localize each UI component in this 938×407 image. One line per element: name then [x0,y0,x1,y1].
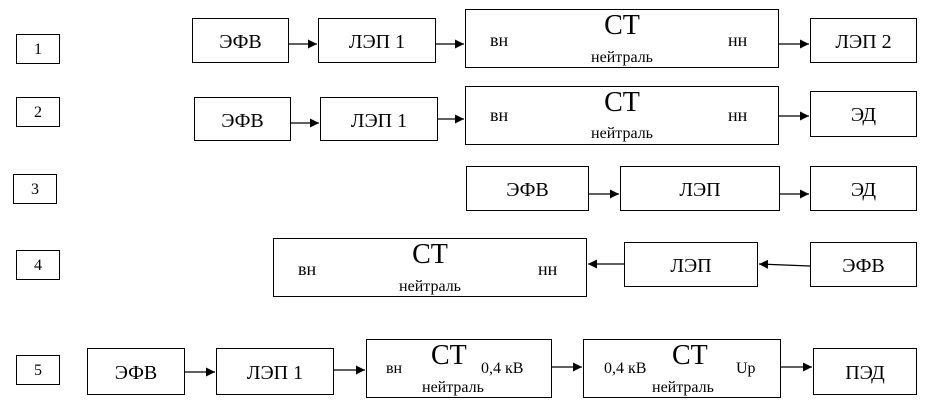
row-5-st1-box: СТ вн 0,4 кВ нейтраль [366,339,552,398]
row-1-number: 1 [16,34,60,64]
row-5-out-label: ПЭД [845,362,885,384]
row-4-efv-label: ЭФВ [842,255,885,277]
row-1-st-neutral: нейтраль [591,49,653,66]
row-5-number: 5 [16,355,60,385]
row-4-lep-label: ЛЭП [670,255,712,277]
row-4-st-label: СТ [412,239,448,270]
row-5-st1-vn: вн [386,360,403,377]
row-4-number: 4 [16,250,60,280]
row-2-lep-label: ЛЭП 1 [350,110,408,132]
row-4-st-box: СТ вн нн нейтраль [273,238,587,297]
row-4-number-text: 4 [34,257,42,274]
row-2-number-text: 2 [34,104,42,121]
row-2-st-nn: нн [728,105,748,125]
row-2-out-label: ЭД [850,104,877,126]
row-1-st-nn: нн [728,30,748,50]
row-3-number: 3 [13,174,57,204]
row-2-out-box: ЭД [810,91,917,137]
row-2-st-vn: вн [490,105,509,125]
row-5-st2-voltage: 0,4 кВ [604,360,647,377]
row-1-st-label: СТ [604,10,640,41]
row-4-arrow-efv-lep [758,259,811,269]
row-3-out-box: ЭД [810,166,917,211]
row-4-efv-box: ЭФВ [810,242,917,287]
row-3-lep-label: ЛЭП [679,179,721,201]
row-2-number: 2 [16,97,60,127]
row-5-st2-box: 0,4 кВ СТ Up нейтраль [583,339,781,398]
row-5-st2-neutral: нейтраль [652,379,714,396]
row-5-efv-label: ЭФВ [114,362,158,384]
row-1-out-label: ЛЭП 2 [835,31,892,53]
row-5-lep-label: ЛЭП 1 [246,362,304,384]
row-5-st2-up: Up [736,360,756,377]
row-3-number-text: 3 [31,181,39,198]
row-5-number-text: 5 [34,362,42,379]
row-4-st-nn: нн [538,259,558,279]
row-1-out-box: ЛЭП 2 [810,18,917,63]
row-2-st-label: СТ [604,87,640,118]
row-2-st-neutral: нейтраль [591,125,653,142]
row-1-st-box: СТ вн нн нейтраль [465,9,779,68]
row-5-efv-box: ЭФВ [87,348,185,395]
row-1-efv-label: ЭФВ [219,31,262,53]
row-3-efv-box: ЭФВ [466,166,589,211]
row-3-lep-box: ЛЭП [620,166,780,211]
row-2-st-box: СТ вн нн нейтраль [465,86,779,145]
row-5-st1-neutral: нейтраль [422,379,484,396]
row-5-out-box: ПЭД [813,348,917,395]
row-5-st1-voltage: 0,4 кВ [481,360,524,377]
row-1-lep-box: ЛЭП 1 [318,18,436,63]
row-5-lep-box: ЛЭП 1 [216,348,334,395]
row-1-number-text: 1 [34,41,42,58]
row-2-lep-box: ЛЭП 1 [320,97,438,141]
row-5-st2-label: СТ [672,340,708,371]
row-1-efv-box: ЭФВ [192,18,289,63]
row-4-st-vn: вн [298,259,317,279]
row-2-efv-label: ЭФВ [221,110,264,132]
row-5-st1-label: СТ [431,340,467,371]
row-4-lep-box: ЛЭП [624,242,758,287]
row-3-out-label: ЭД [850,179,877,201]
row-3-efv-label: ЭФВ [506,179,549,201]
row-1-lep-label: ЛЭП 1 [348,31,406,53]
row-2-efv-box: ЭФВ [194,97,291,141]
row-4-st-neutral: нейтраль [399,278,461,295]
row-1-st-vn: вн [490,30,509,50]
